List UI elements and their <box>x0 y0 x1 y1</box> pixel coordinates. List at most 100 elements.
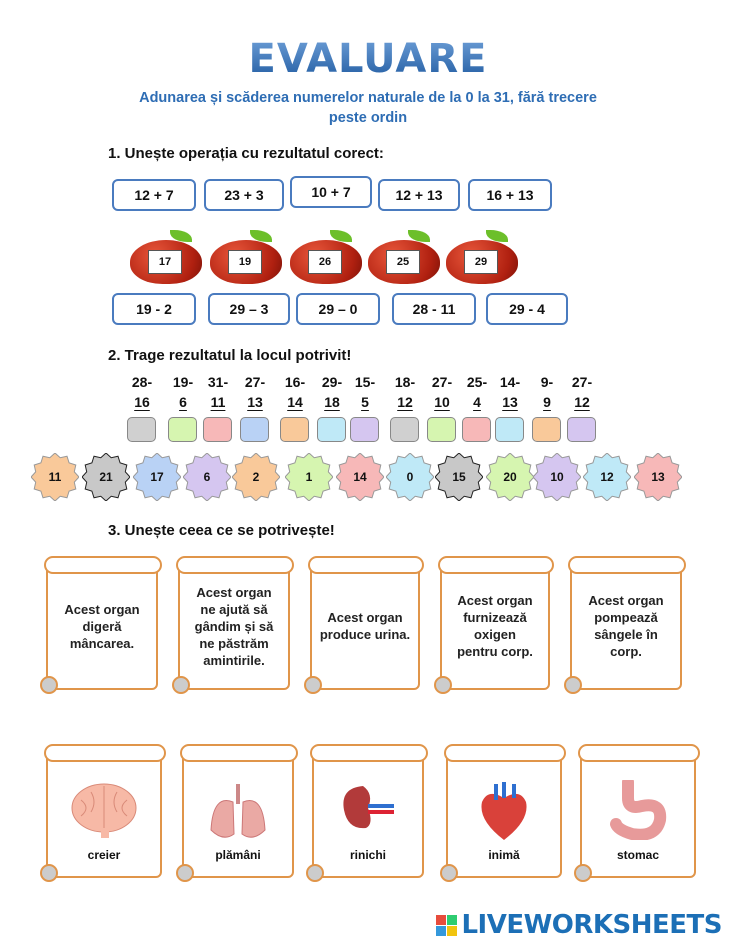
answer-star[interactable]: 13 <box>634 453 682 501</box>
page-title: EVALUARE <box>0 36 736 82</box>
drop-zone[interactable] <box>280 417 309 442</box>
star-shape-icon <box>386 453 434 501</box>
minuend: 31- <box>207 374 229 390</box>
scroll-curl <box>40 864 58 882</box>
minuend: 9- <box>540 374 554 390</box>
answer-star[interactable]: 20 <box>486 453 534 501</box>
drop-zone[interactable] <box>350 417 379 442</box>
answer-star[interactable]: 11 <box>31 453 79 501</box>
answer-star[interactable]: 2 <box>232 453 280 501</box>
brain-icon <box>71 783 137 838</box>
organ-scroll[interactable]: creier <box>40 744 166 882</box>
answer-value: 21 <box>99 470 113 484</box>
apple-result[interactable]: 29 <box>446 230 518 284</box>
organ-scroll[interactable]: inimă <box>440 744 566 882</box>
drop-zone[interactable] <box>567 417 596 442</box>
exercise-1-heading: 1. Unește operația cu rezultatul corect: <box>108 145 384 162</box>
operation-box[interactable]: 19 - 2 <box>112 293 196 325</box>
minuend: 15- <box>354 374 376 390</box>
scroll-curl <box>574 864 592 882</box>
description-scroll[interactable]: Acest organ ne ajută să gândim și să ne … <box>172 556 294 694</box>
liveworksheets-logo: LIVEWORKSHEETS <box>436 910 722 940</box>
subtraction: 27-10 <box>424 372 460 412</box>
answer-value: 14 <box>353 470 367 484</box>
drop-zone[interactable] <box>203 417 232 442</box>
drop-zone[interactable] <box>427 417 456 442</box>
subtitle: Adunarea și scăderea numerelor naturale … <box>139 90 597 106</box>
minuend: 25- <box>466 374 488 390</box>
exercise-3-heading: 3. Unește ceea ce se potrivește! <box>108 522 335 539</box>
description-scroll[interactable]: Acest organ digeră mâncarea. <box>40 556 162 694</box>
description-text: Acest organ digeră mâncarea. <box>64 601 140 651</box>
organ-label: inimă <box>488 848 520 862</box>
operation-box[interactable]: 29 – 3 <box>208 293 290 325</box>
organ-scroll[interactable]: plămâni <box>176 744 298 882</box>
description-scroll[interactable]: Acest organ produce urina. <box>304 556 424 694</box>
organ-scroll[interactable]: stomac <box>574 744 700 882</box>
description-scroll[interactable]: Acest organ furnizează oxigen pentru cor… <box>434 556 554 694</box>
answer-star[interactable]: 12 <box>583 453 631 501</box>
apple-label: 26 <box>308 250 342 274</box>
answer-star[interactable]: 0 <box>386 453 434 501</box>
answer-star[interactable]: 1 <box>285 453 333 501</box>
answer-star[interactable]: 15 <box>435 453 483 501</box>
minuend: 28- <box>131 374 153 390</box>
organ-label: stomac <box>616 848 660 862</box>
answer-value: 6 <box>203 470 211 484</box>
subtraction: 25-4 <box>459 372 495 412</box>
star-shape-icon <box>634 453 682 501</box>
drop-zone[interactable] <box>317 417 346 442</box>
operation-box[interactable]: 12 + 13 <box>378 179 460 211</box>
scroll-top <box>308 556 424 574</box>
apple-result[interactable]: 26 <box>290 230 362 284</box>
apple-result[interactable]: 25 <box>368 230 440 284</box>
operation-box[interactable]: 29 – 0 <box>296 293 380 325</box>
apple-result[interactable]: 17 <box>130 230 202 284</box>
operation-box[interactable]: 12 + 7 <box>112 179 196 211</box>
answer-value: 2 <box>252 470 260 484</box>
answer-value: 20 <box>503 470 517 484</box>
scroll-top <box>44 744 166 762</box>
answer-star[interactable]: 21 <box>82 453 130 501</box>
answer-star[interactable]: 17 <box>133 453 181 501</box>
drop-zone[interactable] <box>390 417 419 442</box>
scroll-top <box>44 556 162 574</box>
apple-result[interactable]: 19 <box>210 230 282 284</box>
subtrahend: 5 <box>361 394 369 410</box>
subtraction: 14-13 <box>492 372 528 412</box>
answer-value: 10 <box>550 470 564 484</box>
description-text: Acest organ furnizează oxigen pentru cor… <box>457 593 533 659</box>
operation-box[interactable]: 28 - 11 <box>392 293 476 325</box>
drop-zone[interactable] <box>168 417 197 442</box>
answer-star[interactable]: 6 <box>183 453 231 501</box>
operation-box[interactable]: 16 + 13 <box>468 179 552 211</box>
subtrahend: 13 <box>247 394 263 410</box>
operation-box[interactable]: 23 + 3 <box>204 179 284 211</box>
organ-scroll[interactable]: rinichi <box>306 744 428 882</box>
subtraction: 16-14 <box>277 372 313 412</box>
drop-zone[interactable] <box>495 417 524 442</box>
drop-zone[interactable] <box>532 417 561 442</box>
stomach-icon <box>610 780 667 840</box>
star-shape-icon <box>583 453 631 501</box>
apple-label: 19 <box>228 250 262 274</box>
organ-label: plămâni <box>215 848 261 862</box>
subtraction: 15-5 <box>347 372 383 412</box>
operation-box[interactable]: 29 - 4 <box>486 293 568 325</box>
minuend: 27- <box>431 374 453 390</box>
drop-zone[interactable] <box>127 417 156 442</box>
answer-value: 15 <box>452 470 466 484</box>
subtraction: 18-12 <box>387 372 423 412</box>
operation-box[interactable]: 10 + 7 <box>290 176 372 208</box>
drop-zone[interactable] <box>462 417 491 442</box>
scroll-curl <box>176 864 194 882</box>
star-shape-icon <box>133 453 181 501</box>
description-text: Acest organ produce urina. <box>319 610 411 642</box>
answer-star[interactable]: 14 <box>336 453 384 501</box>
scroll-curl <box>304 676 322 694</box>
drop-zone[interactable] <box>240 417 269 442</box>
description-scroll[interactable]: Acest organ pompează sângele în corp. <box>564 556 686 694</box>
scroll-curl <box>440 864 458 882</box>
subtrahend: 12 <box>397 394 413 410</box>
answer-star[interactable]: 10 <box>533 453 581 501</box>
